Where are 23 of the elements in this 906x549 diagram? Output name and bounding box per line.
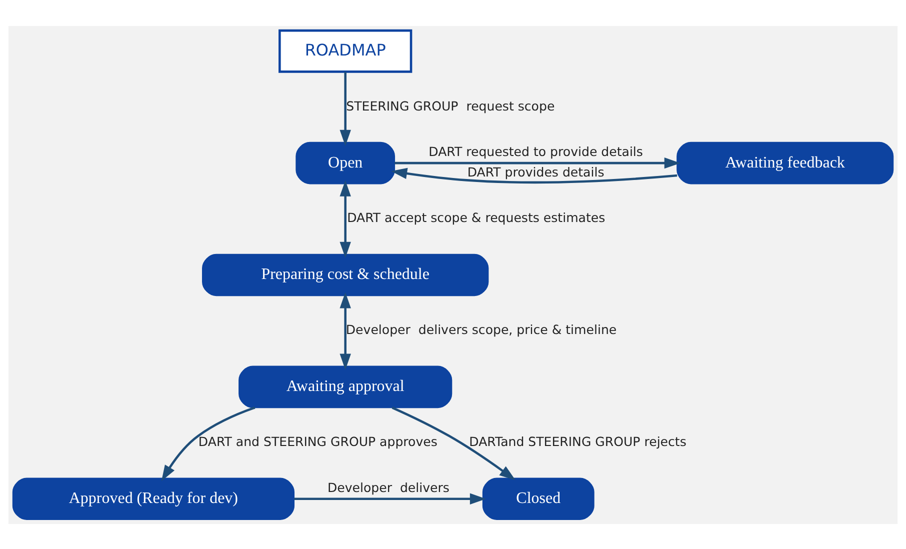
edge-label: DART provides details bbox=[467, 164, 604, 180]
edge-label: DART accept scope & requests estimates bbox=[347, 210, 606, 225]
node-box: Preparing cost & schedule bbox=[202, 253, 489, 296]
arrow bbox=[340, 292, 351, 370]
arrow bbox=[161, 406, 256, 481]
edge-label: DART requested to provide details bbox=[428, 143, 643, 158]
arrow bbox=[391, 167, 678, 184]
arrow bbox=[340, 180, 351, 258]
edge-label: Developer delivers bbox=[327, 479, 450, 494]
arrow bbox=[294, 492, 486, 504]
node-box: Awaiting feedback bbox=[676, 141, 894, 184]
arrow bbox=[392, 406, 516, 480]
node-box: Awaiting approval bbox=[238, 365, 452, 408]
node-box: ROADMAP bbox=[278, 28, 412, 72]
edge-label: STEERING GROUP request scope bbox=[346, 98, 555, 113]
edge-label: DART and STEERING GROUP approves bbox=[198, 434, 438, 449]
node-box: Approved (Ready for dev) bbox=[12, 477, 295, 520]
node-box: Open bbox=[296, 141, 396, 184]
arrow bbox=[394, 156, 680, 168]
arrow bbox=[340, 71, 351, 146]
edge-label: Developer delivers scope, price & timeline bbox=[346, 322, 617, 337]
node-box: Closed bbox=[482, 477, 594, 520]
edge-label: DARTand STEERING GROUP rejects bbox=[469, 434, 686, 449]
